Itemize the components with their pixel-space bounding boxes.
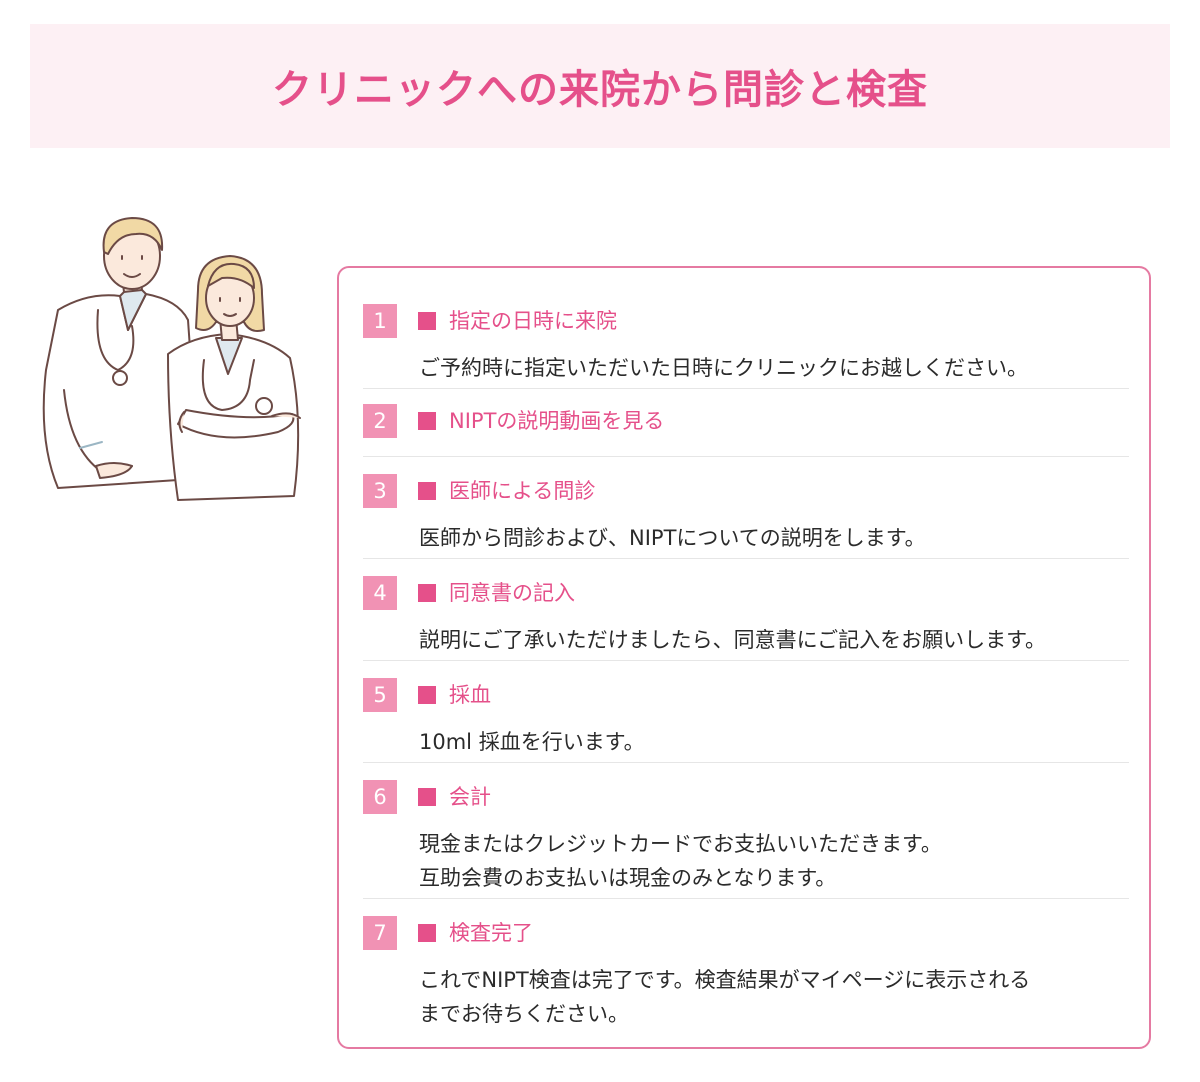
step-description-line: までお待ちください。 [419,1002,629,1026]
step-number: 6 [363,780,397,814]
list-item: 3 医師による問診 医師から問診および、NIPTについての説明をします。 [363,474,1129,559]
list-item: 5 採血 10ml 採血を行います。 [363,678,1129,763]
step-description: 現金またはクレジットカードでお支払いいただきます。 互助会費のお支払いは現金のみ… [419,827,942,895]
list-item: 1 指定の日時に来院 ご予約時に指定いただいた日時にクリニックにお越しください。 [363,304,1129,389]
step-description-line: 10ml 採血を行います。 [419,730,645,754]
step-number: 2 [363,404,397,438]
step-description-line: 互助会費のお支払いは現金のみとなります。 [419,866,837,890]
step-description: 10ml 採血を行います。 [419,725,645,759]
step-number: 1 [363,304,397,338]
square-bullet-icon [418,412,436,430]
square-bullet-icon [418,788,436,806]
list-item: 4 同意書の記入 説明にご了承いただけましたら、同意書にご記入をお願いします。 [363,576,1129,661]
step-title: 医師による問診 [449,479,596,503]
step-description: これでNIPT検査は完了です。検査結果がマイページに表示される までお待ちくださ… [419,963,1030,1031]
square-bullet-icon [418,312,436,330]
step-title: 採血 [449,683,491,707]
list-item: 6 会計 現金またはクレジットカードでお支払いいただきます。 互助会費のお支払い… [363,780,1129,899]
step-title: NIPTの説明動画を見る [449,409,665,433]
square-bullet-icon [418,584,436,602]
step-description: 説明にご了承いただけましたら、同意書にご記入をお願いします。 [419,623,1046,657]
step-description-line: 現金またはクレジットカードでお支払いいただきます。 [419,832,942,856]
steps-box: 1 指定の日時に来院 ご予約時に指定いただいた日時にクリニックにお越しください。… [337,266,1151,1049]
square-bullet-icon [418,686,436,704]
step-description-line: 医師から問診および、NIPTについての説明をします。 [419,526,926,550]
doctors-illustration-icon [28,210,328,510]
step-number: 4 [363,576,397,610]
header-band: クリニックへの来院から問診と検査 [30,24,1170,148]
step-description: 医師から問診および、NIPTについての説明をします。 [419,521,926,555]
step-number: 3 [363,474,397,508]
square-bullet-icon [418,924,436,942]
step-title: 検査完了 [449,921,533,945]
step-description-line: これでNIPT検査は完了です。検査結果がマイページに表示される [419,968,1031,992]
step-description: ご予約時に指定いただいた日時にクリニックにお越しください。 [419,351,1028,385]
list-item: 2 NIPTの説明動画を見る [363,404,1129,457]
step-number: 7 [363,916,397,950]
step-number: 5 [363,678,397,712]
list-item: 7 検査完了 これでNIPT検査は完了です。検査結果がマイページに表示される ま… [363,916,1129,1034]
step-description-line: ご予約時に指定いただいた日時にクリニックにお越しください。 [419,356,1028,380]
page-title: クリニックへの来院から問診と検査 [272,67,928,113]
step-description-line: 説明にご了承いただけましたら、同意書にご記入をお願いします。 [419,628,1047,652]
square-bullet-icon [418,482,436,500]
step-title: 指定の日時に来院 [449,309,617,333]
step-title: 会計 [449,785,491,809]
step-title: 同意書の記入 [449,581,575,605]
